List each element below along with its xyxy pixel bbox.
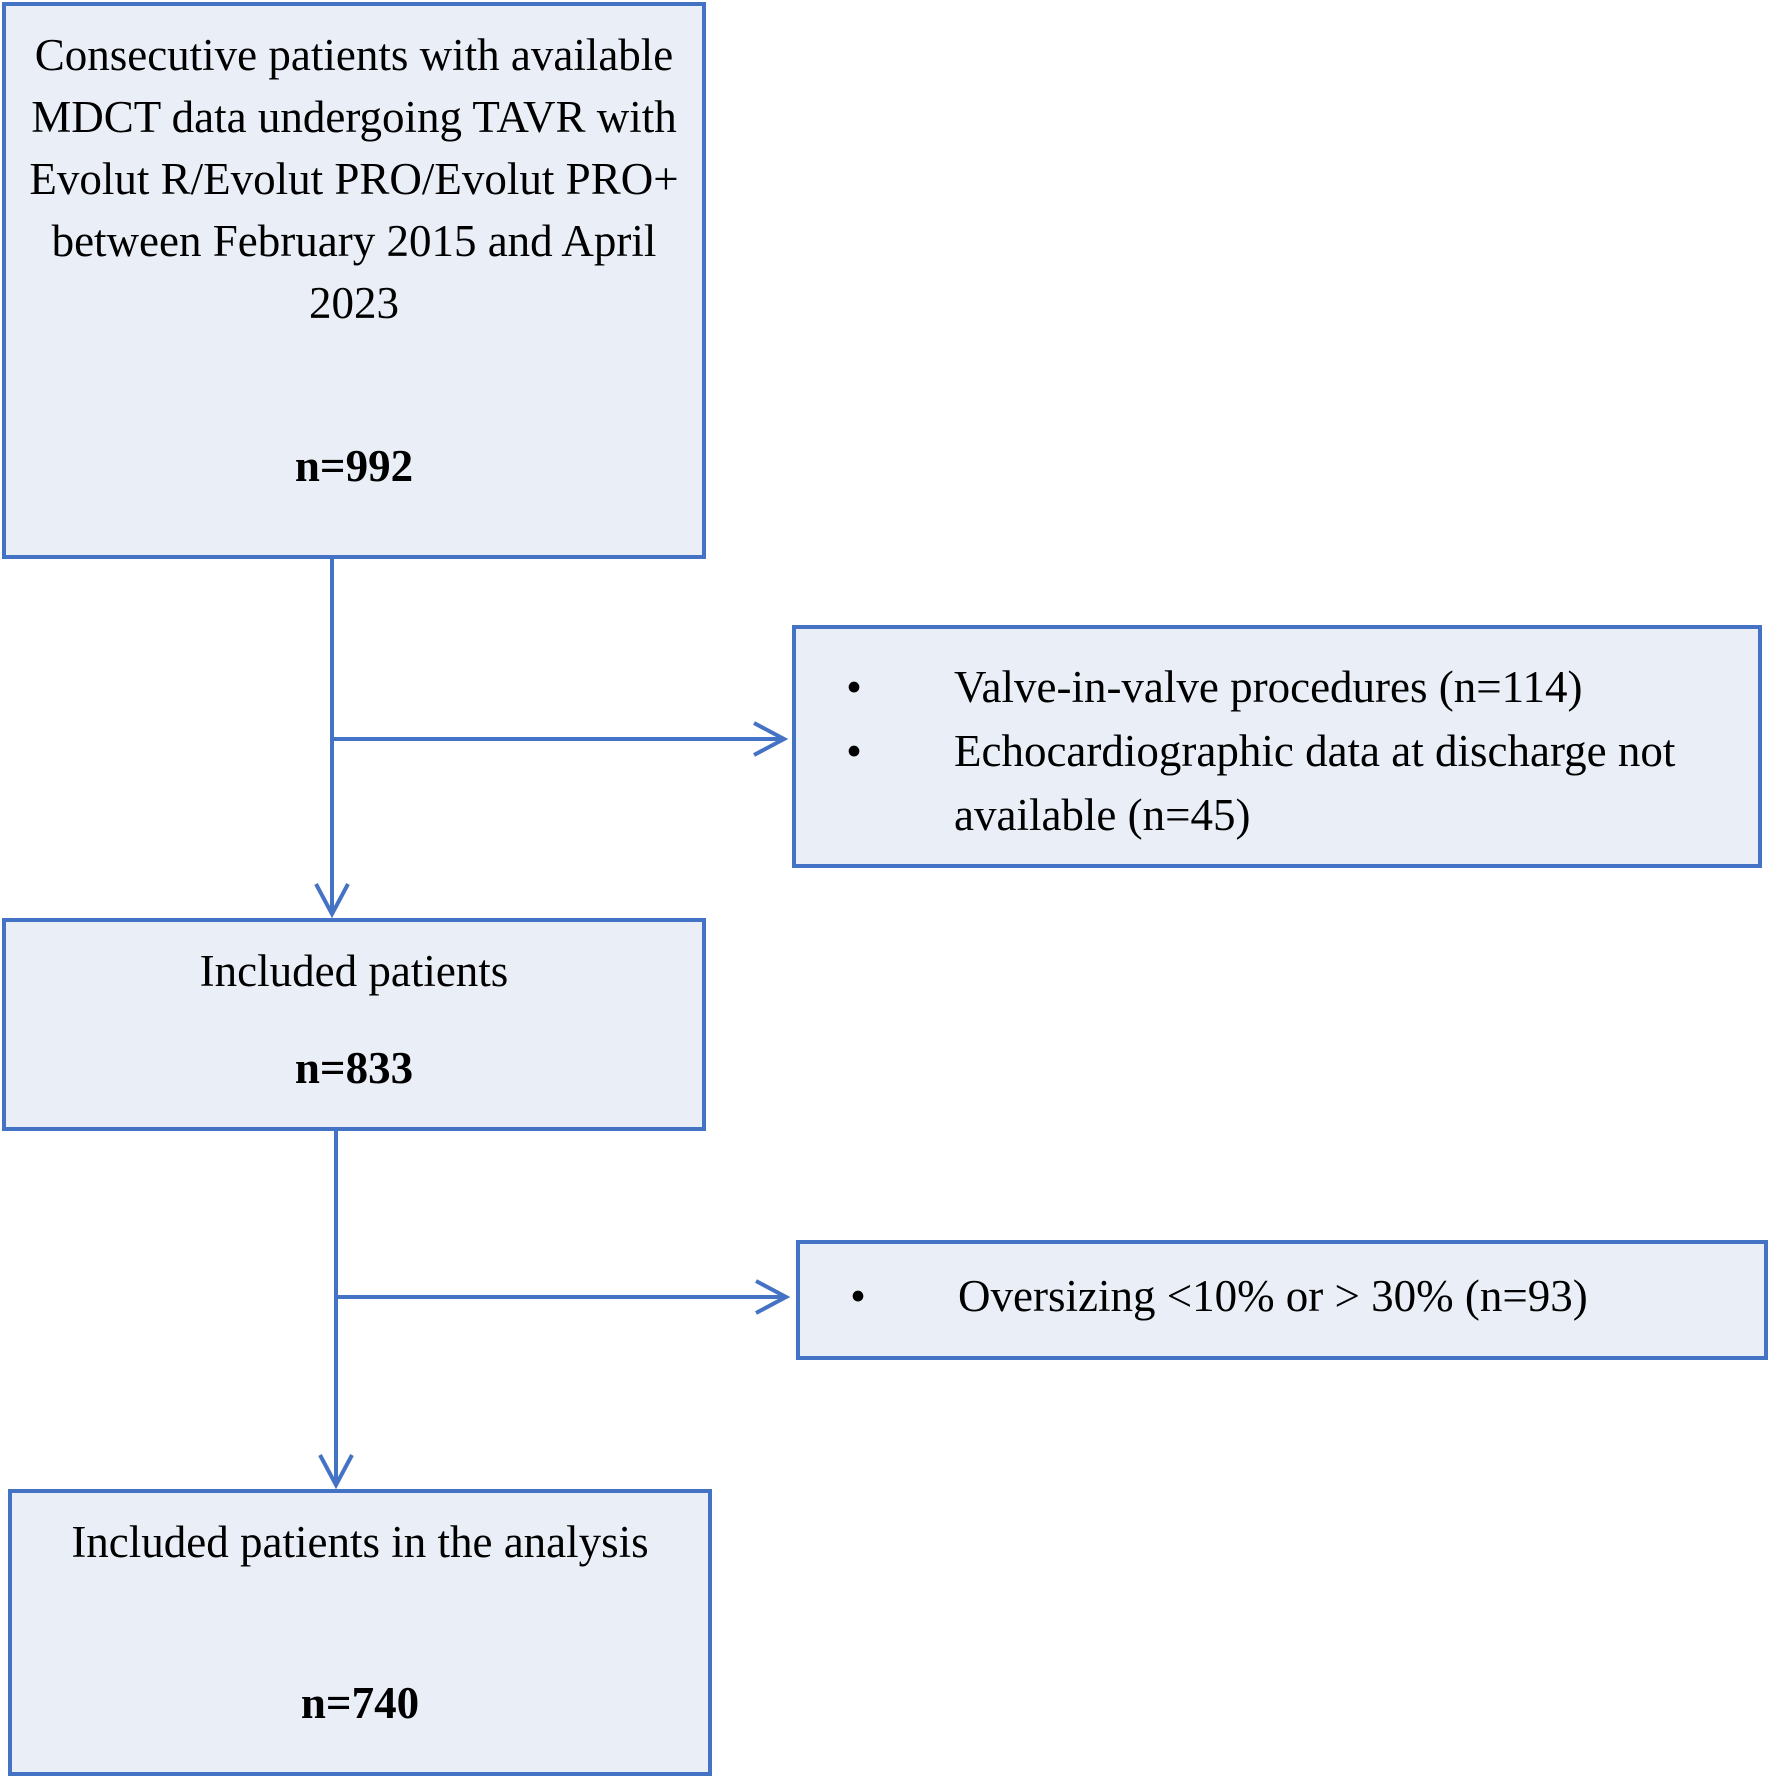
final-description: Included patients in the analysis (71, 1517, 649, 1567)
arrowhead-down-included (314, 883, 350, 919)
exclusion-box-1: • Valve-in-valve procedures (n=114) • Ec… (792, 625, 1762, 868)
exclusion-item: • Echocardiographic data at discharge no… (796, 719, 1758, 847)
bullet-icon: • (846, 662, 862, 712)
start-count: n=992 (294, 441, 414, 491)
start-description: Consecutive patients with available MDCT… (29, 30, 679, 328)
included-box: Included patients n=833 (2, 918, 706, 1131)
exclusion-list-2: • Oversizing <10% or > 30% (n=93) (800, 1264, 1764, 1328)
start-box: Consecutive patients with available MDCT… (2, 2, 706, 559)
arrowhead-right-exclusion-1 (753, 721, 789, 757)
bullet-icon: • (846, 726, 862, 776)
exclusion-box-2: • Oversizing <10% or > 30% (n=93) (796, 1240, 1768, 1360)
final-count: n=740 (300, 1678, 420, 1728)
exclusion-item-text: Echocardiographic data at discharge not … (954, 726, 1676, 840)
exclusion-item: • Oversizing <10% or > 30% (n=93) (800, 1264, 1764, 1328)
exclusion-item: • Valve-in-valve procedures (n=114) (796, 655, 1758, 719)
included-count: n=833 (294, 1043, 414, 1093)
arrowhead-right-exclusion-2 (755, 1279, 791, 1315)
included-description: Included patients (199, 946, 509, 996)
exclusion-list-1: • Valve-in-valve procedures (n=114) • Ec… (796, 655, 1758, 847)
bullet-icon: • (850, 1271, 866, 1321)
exclusion-item-text: Oversizing <10% or > 30% (n=93) (958, 1271, 1588, 1321)
final-box: Included patients in the analysis n=740 (8, 1489, 712, 1776)
exclusion-item-text: Valve-in-valve procedures (n=114) (954, 662, 1583, 712)
arrowhead-down-final (318, 1454, 354, 1490)
